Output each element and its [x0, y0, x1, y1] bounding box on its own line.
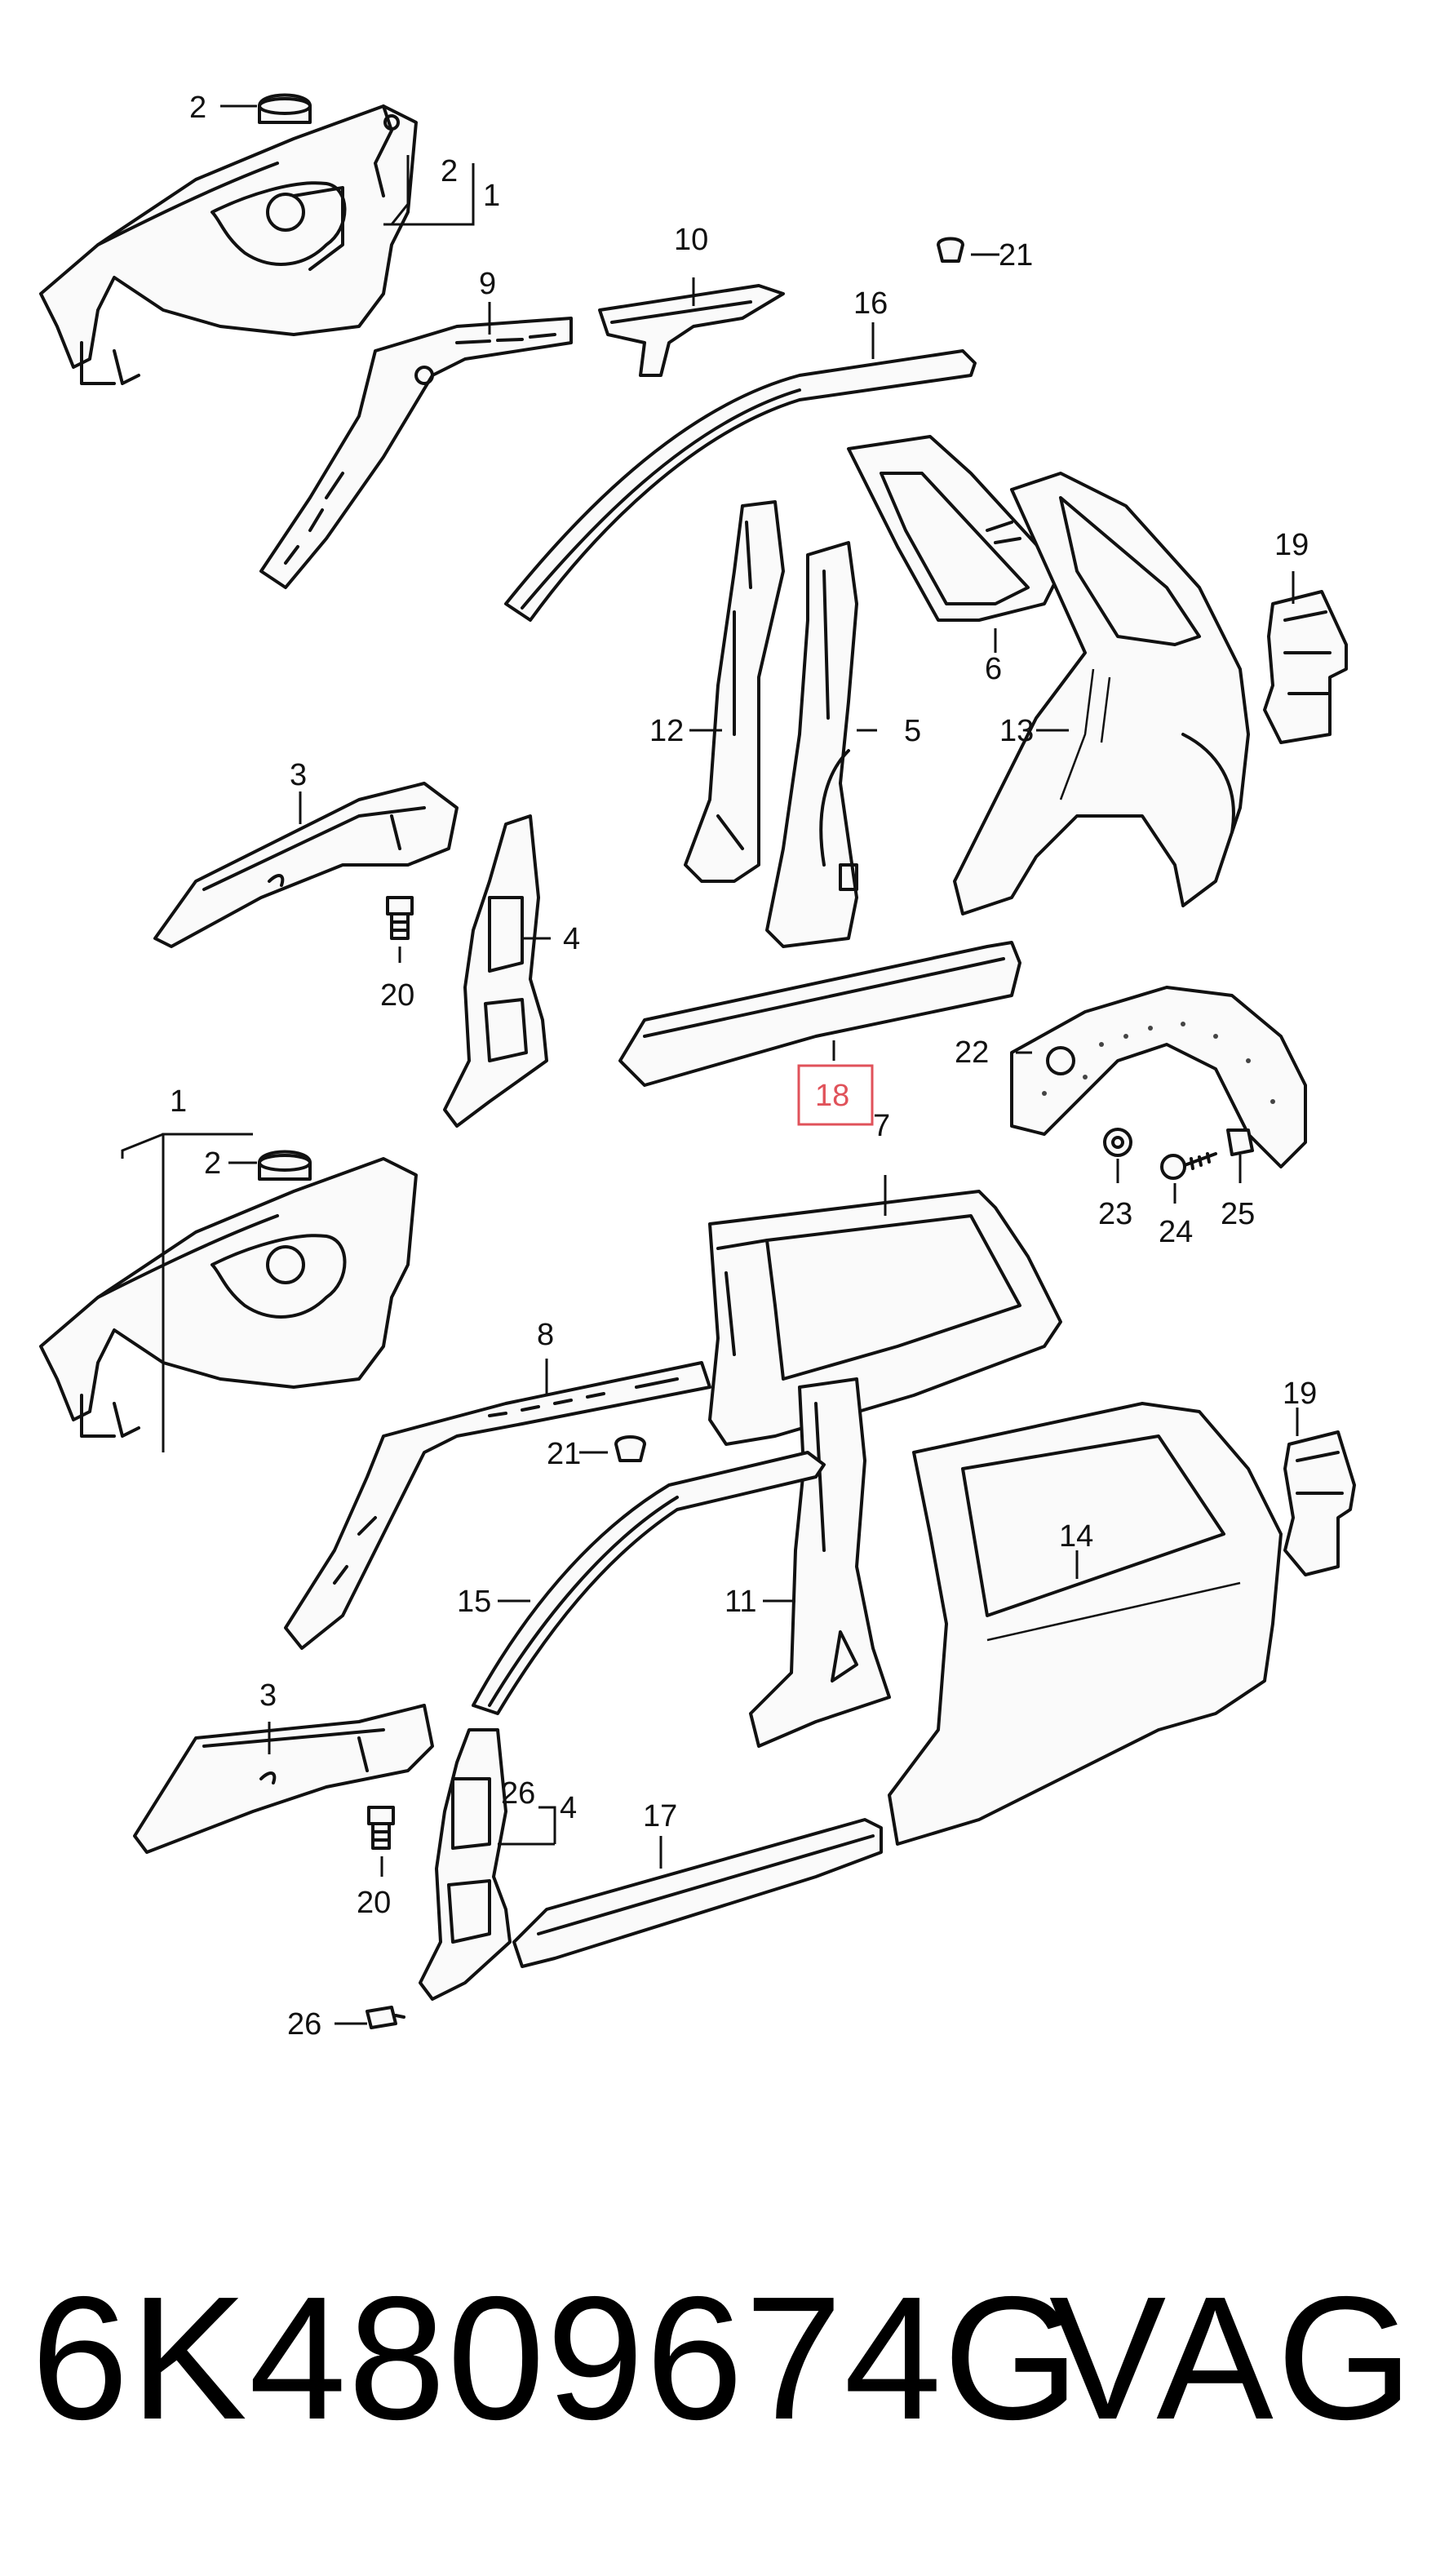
- callout-25: 25: [1221, 1197, 1255, 1231]
- part-22: [1010, 986, 1307, 1168]
- part-21-mid: [614, 1435, 646, 1462]
- part-18-sill: [618, 941, 1021, 1087]
- callout-18-highlight-box: [797, 1064, 874, 1126]
- callout-21-mid: 21: [547, 1437, 581, 1471]
- callout-23: 23: [1098, 1197, 1132, 1231]
- part-3-bot: [133, 1704, 434, 1854]
- callout-20-top: 20: [380, 978, 414, 1013]
- part-cap-top: [258, 93, 312, 124]
- callout-13: 13: [999, 714, 1034, 748]
- callout-5: 5: [904, 714, 921, 748]
- callout-10: 10: [674, 223, 708, 257]
- callout-4-bot: 4: [560, 1791, 577, 1825]
- callout-19-mid: 19: [1283, 1377, 1317, 1411]
- part-19-top: [1263, 590, 1348, 744]
- brand-name: VAG: [1048, 2259, 1416, 2456]
- part-15: [472, 1451, 826, 1715]
- callout-labels: 2 2 1 10 21 9 16 19 6 12 5 13 3 4 20 18 …: [170, 91, 1317, 2042]
- part-6: [847, 435, 1062, 622]
- part-5: [765, 541, 858, 948]
- part-4-top: [443, 814, 548, 1128]
- callout-3-bot: 3: [259, 1678, 277, 1713]
- callout-11: 11: [724, 1585, 756, 1619]
- callout-4-top: 4: [563, 922, 580, 956]
- part-23: [1103, 1128, 1132, 1157]
- callout-16: 16: [853, 286, 888, 321]
- callout-12: 12: [649, 714, 684, 748]
- parts-diagram: 2 2 1 10 21 9 16 19 6 12 5 13 3 4 20 18 …: [39, 91, 1356, 2042]
- part-21-top: [937, 237, 964, 263]
- caption-bar: 6K4809674G VAG: [0, 2252, 1449, 2464]
- callout-26-a: 26: [501, 1776, 535, 1811]
- callout-3-top: 3: [290, 758, 307, 792]
- part-7: [708, 1190, 1062, 1446]
- part-inner-wing-mid: [39, 1157, 418, 1438]
- callout-24: 24: [1159, 1215, 1193, 1249]
- callout-26-b: 26: [287, 2007, 321, 2042]
- callout-14: 14: [1059, 1519, 1093, 1554]
- part-20-top: [386, 896, 414, 940]
- part-26-clip: [366, 2006, 405, 2029]
- part-14: [888, 1402, 1283, 1846]
- part-9: [259, 317, 573, 589]
- part-12: [684, 500, 785, 883]
- part-number: 6K4809674G: [31, 2259, 1082, 2456]
- callout-21-top: 21: [999, 238, 1033, 273]
- part-25: [1226, 1128, 1254, 1156]
- part-17: [512, 1818, 883, 1968]
- callout-15: 15: [457, 1585, 491, 1619]
- callout-17: 17: [643, 1799, 677, 1833]
- part-4-bot: [419, 1728, 512, 2001]
- callout-9: 9: [479, 267, 496, 301]
- part-cap-mid: [258, 1150, 312, 1181]
- callout-2-upper: 2: [441, 154, 458, 188]
- callout-7: 7: [873, 1109, 890, 1143]
- part-24: [1160, 1152, 1217, 1180]
- part-13: [953, 472, 1250, 916]
- callout-20-bot: 20: [357, 1886, 391, 1920]
- callout-2-top: 2: [189, 91, 206, 125]
- part-16: [504, 349, 977, 622]
- part-11: [749, 1377, 891, 1748]
- callout-22: 22: [955, 1035, 989, 1070]
- part-10: [598, 284, 785, 377]
- callout-2-mid: 2: [204, 1146, 221, 1181]
- callout-1-mid: 1: [170, 1084, 187, 1119]
- part-inner-wing-top: [39, 104, 418, 385]
- callout-1-top: 1: [483, 179, 500, 213]
- part-19-mid: [1283, 1430, 1356, 1576]
- part-8: [284, 1361, 711, 1650]
- part-3-top: [153, 782, 459, 948]
- part-20-bot: [367, 1806, 395, 1850]
- callout-6: 6: [985, 652, 1002, 686]
- callout-18: 18: [815, 1079, 849, 1113]
- callout-19-top: 19: [1274, 528, 1309, 562]
- leader-lines: [121, 104, 1299, 2025]
- callout-8: 8: [537, 1318, 554, 1352]
